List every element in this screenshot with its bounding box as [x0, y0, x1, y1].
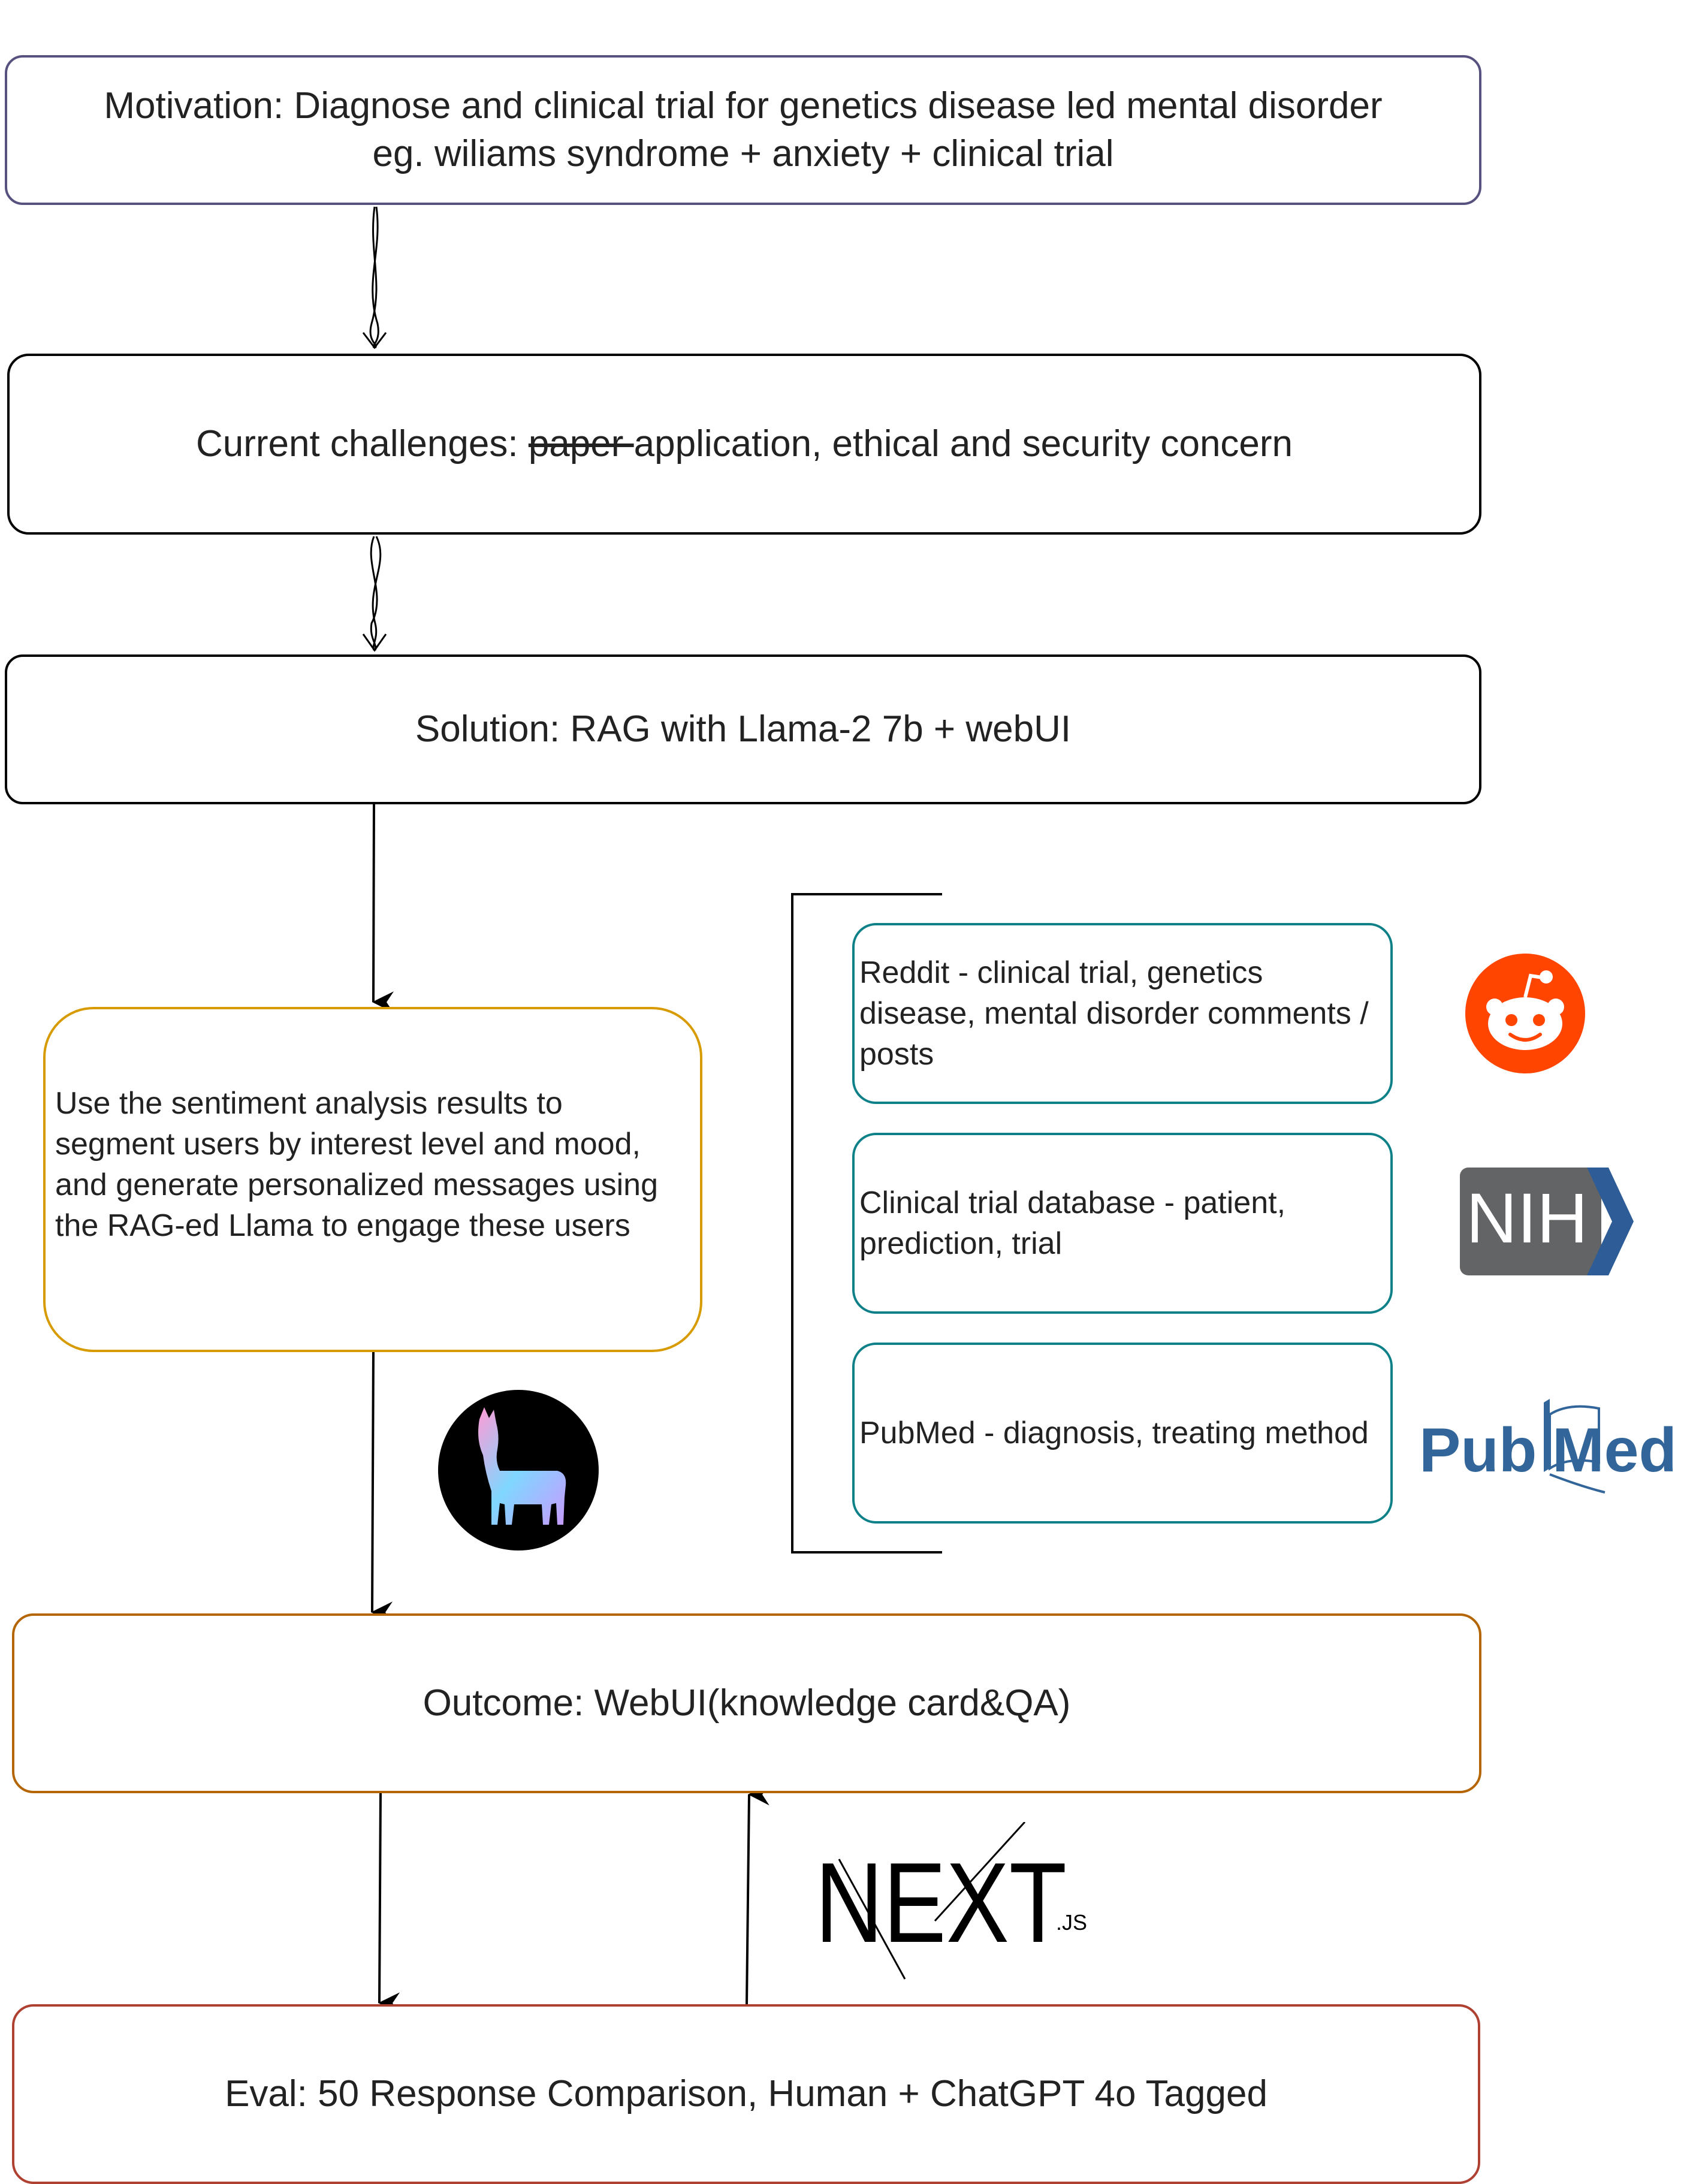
challenges-text: Current challenges: paper application, e… — [196, 420, 1293, 468]
reddit-icon — [1465, 954, 1585, 1073]
clinical-source-text: Clinical trial database - patient, predi… — [859, 1185, 1286, 1261]
challenges-box: Current challenges: paper application, e… — [7, 354, 1481, 535]
clinical-source-box: Clinical trial database - patient, predi… — [852, 1133, 1393, 1314]
pubmed-logo-med: Med — [1552, 1416, 1677, 1485]
challenges-prefix: Current challenges: — [195, 423, 529, 464]
eval-text: Eval: 50 Response Comparison, Human + Ch… — [225, 2073, 1268, 2114]
llama-icon — [438, 1390, 599, 1550]
arrow-motivation-to-challenges — [362, 206, 387, 349]
nextjs-logo-main: NEXT — [815, 1839, 1067, 1966]
outcome-box: Outcome: WebUI(knowledge card&QA) — [12, 1613, 1481, 1793]
arrow-sentiment-to-outcome — [371, 1352, 393, 1624]
pubmed-source-text: PubMed - diagnosis, treating method — [859, 1416, 1369, 1450]
pubmed-source-box: PubMed - diagnosis, treating method — [852, 1343, 1393, 1524]
challenges-struck-word: paper — [528, 423, 634, 464]
nih-logo: NIH — [1460, 1168, 1634, 1275]
motivation-text: Motivation: Diagnose and clinical trial … — [104, 82, 1382, 178]
arrow-outcome-to-eval — [378, 1793, 400, 2014]
outcome-text: Outcome: WebUI(knowledge card&QA) — [422, 1682, 1071, 1724]
reddit-source-text: Reddit - clinical trial, genetics diseas… — [859, 955, 1369, 1072]
solution-text: Solution: RAG with Llama-2 7b + webUI — [415, 708, 1072, 750]
motivation-line-1: Motivation: Diagnose and clinical trial … — [104, 85, 1383, 126]
pubmed-logo: Pub Med — [1419, 1399, 1677, 1494]
challenges-rest: application, ethical and security concer… — [633, 423, 1293, 464]
reddit-source-box: Reddit - clinical trial, genetics diseas… — [852, 923, 1393, 1104]
pubmed-logo-pub: Pub — [1419, 1416, 1537, 1485]
nih-logo-text: NIH — [1466, 1179, 1588, 1258]
sentiment-box: Use the sentiment analysis results to se… — [43, 1007, 702, 1352]
sources-bracket — [791, 893, 942, 1553]
arrow-challenges-to-solution — [362, 536, 387, 652]
motivation-line-2: eg. wiliams syndrome + anxiety + clinica… — [372, 133, 1114, 174]
arrow-eval-to-outcome — [746, 1784, 770, 2005]
motivation-box: Motivation: Diagnose and clinical trial … — [5, 55, 1481, 205]
sentiment-text: Use the sentiment analysis results to se… — [55, 1086, 659, 1243]
nextjs-logo: NEXT .JS — [815, 1822, 1087, 1980]
solution-box: Solution: RAG with Llama-2 7b + webUI — [5, 654, 1481, 804]
nextjs-logo-sub: .JS — [1056, 1910, 1087, 1935]
arrow-solution-to-sentiment — [372, 804, 394, 1013]
eval-box: Eval: 50 Response Comparison, Human + Ch… — [12, 2004, 1480, 2184]
